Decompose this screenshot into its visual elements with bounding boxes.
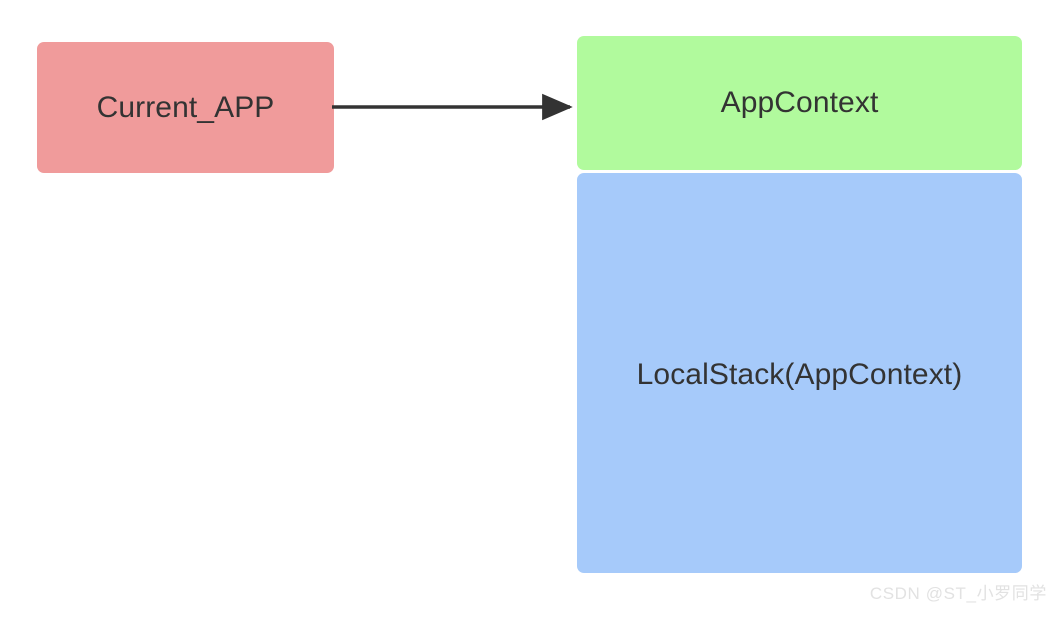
diagram-edge-current-app-to-appcontext xyxy=(332,93,573,121)
diagram-node-appcontext[interactable]: AppContext xyxy=(577,36,1022,170)
node-label-localstack: LocalStack(AppContext) xyxy=(636,358,963,391)
diagram-node-localstack[interactable]: LocalStack(AppContext) xyxy=(577,173,1022,573)
node-label-appcontext: AppContext xyxy=(720,86,879,119)
diagram-node-current-app[interactable]: Current_APP xyxy=(37,42,334,173)
csdn-watermark: CSDN @ST_小罗同学 xyxy=(869,584,1047,603)
node-label-current-app: Current_APP xyxy=(96,90,275,124)
